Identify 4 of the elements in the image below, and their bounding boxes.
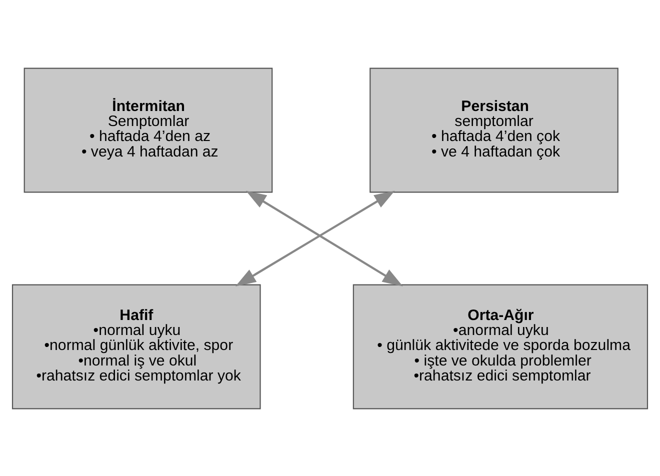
node-box: İntermitan Semptomlar • haftada 4’den az • veya 4 haftadan az bbox=[24, 67, 273, 192]
node-box: Hafif •normal uyku •normal günlük aktivite, spor •normal iş ve okul •rahatsız edici semptomlar yok bbox=[12, 284, 261, 409]
node-box: Orta-Ağır •anormal uyku • günlük aktivitede ve sporda bozulma • işte ve okulda problemler •rahatsız edici semptomlar bbox=[352, 284, 648, 409]
node-box: Persistan semptomlar • haftada 4’den çok • ve 4 haftadan çok bbox=[370, 67, 618, 192]
